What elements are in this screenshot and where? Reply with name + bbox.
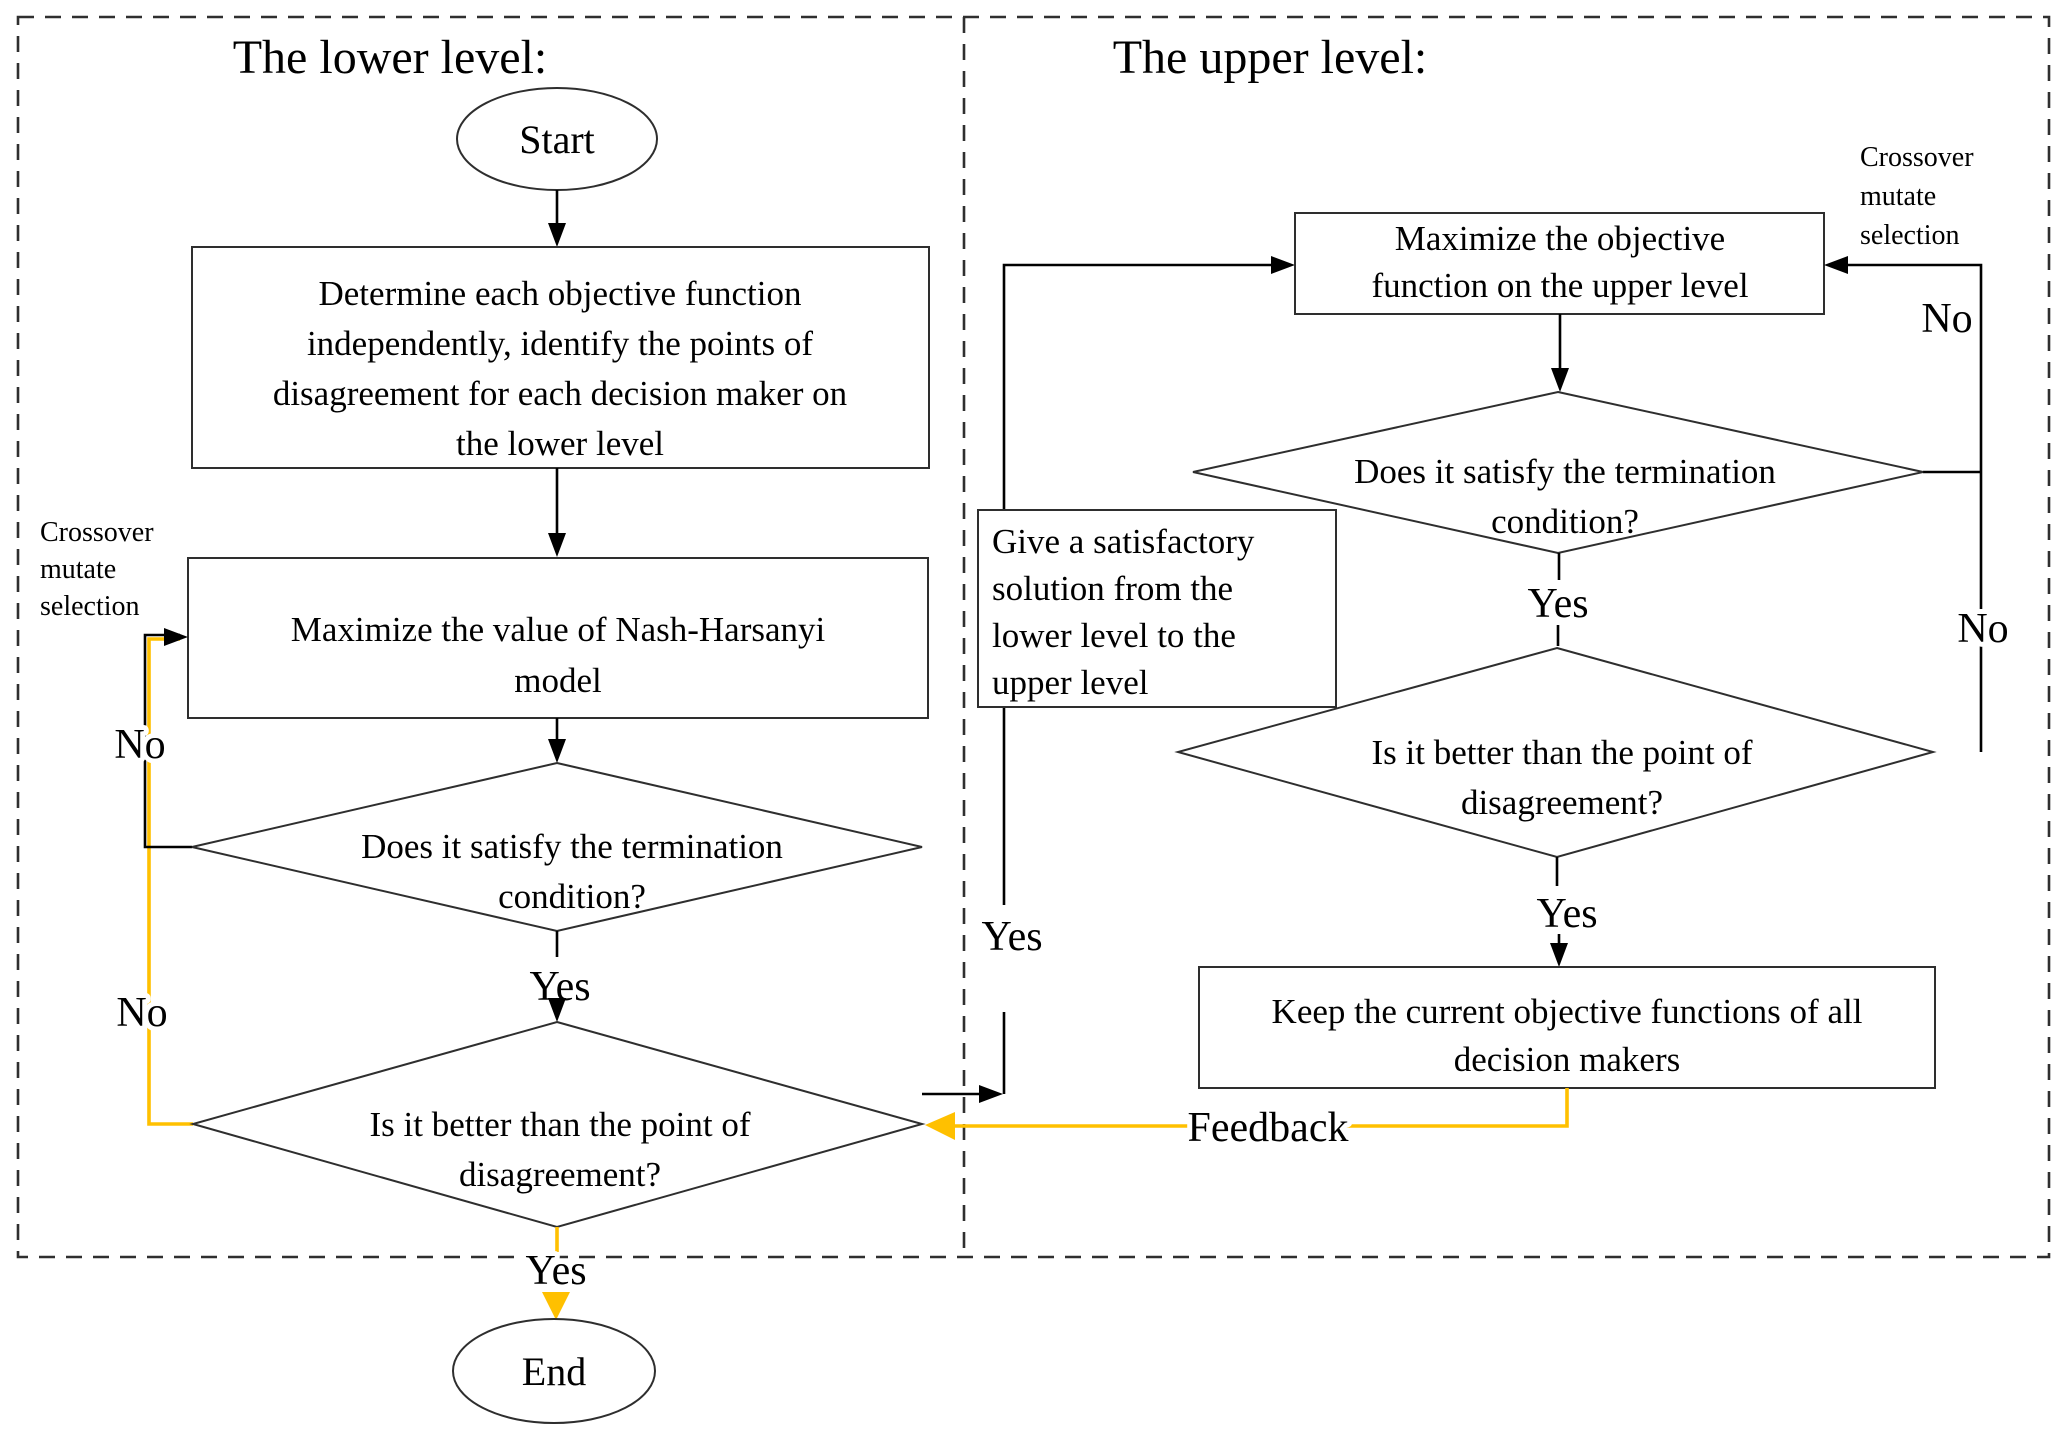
maximize-upper-line-2: function on the upper level bbox=[1371, 266, 1748, 305]
maximize-upper-line-1: Maximize the objective bbox=[1395, 219, 1725, 258]
better-lower-line-1: Is it better than the point of bbox=[369, 1105, 750, 1144]
feedback-line bbox=[934, 1088, 1569, 1128]
yes-label-better-upper: Yes bbox=[1536, 891, 1597, 937]
arrowhead-no-loop-into-maximize-upper bbox=[1824, 256, 1848, 274]
no-loop-upper-line bbox=[1833, 263, 1983, 752]
better-lower-line-2: disagreement? bbox=[459, 1155, 661, 1194]
better-upper-line-1: Is it better than the point of bbox=[1371, 733, 1752, 772]
give-to-maximize-line bbox=[1002, 263, 1286, 510]
end-label: End bbox=[522, 1349, 586, 1394]
no-loop-black-lower bbox=[143, 633, 192, 849]
arrowhead-lower-to-upper bbox=[979, 1085, 1003, 1103]
determine-line-1: Determine each objective function bbox=[319, 274, 802, 313]
no-label-lower-top: No bbox=[114, 722, 165, 768]
keep-line-2: decision makers bbox=[1454, 1040, 1680, 1079]
termination-upper-line-2: condition? bbox=[1491, 502, 1639, 541]
keep-line-1: Keep the current objective functions of … bbox=[1272, 992, 1863, 1031]
arrowhead-yes-to-keep bbox=[1550, 943, 1568, 967]
termination-lower-line-2: condition? bbox=[498, 877, 646, 916]
arrowhead-yes-to-end bbox=[542, 1292, 570, 1320]
termination-upper-line-1: Does it satisfy the termination bbox=[1354, 452, 1776, 491]
panel-border bbox=[16, 15, 2051, 1259]
feedback-label: Feedback bbox=[1188, 1105, 1349, 1151]
nash-harsanyi-box bbox=[187, 557, 929, 719]
determine-step-box bbox=[191, 246, 930, 469]
upper-level-title: The upper level: bbox=[1113, 31, 1428, 84]
crossover-label-lower-2: mutate bbox=[40, 554, 116, 585]
arrowhead-determine-to-nash bbox=[548, 533, 566, 557]
no-label-upper-top: No bbox=[1921, 296, 1972, 342]
determine-line-3: disagreement for each decision maker on bbox=[273, 374, 847, 413]
better-upper-line-2: disagreement? bbox=[1461, 783, 1663, 822]
crossover-label-lower-1: Crossover bbox=[40, 517, 154, 548]
keep-objectives-box bbox=[1198, 966, 1936, 1089]
crossover-label-upper-2: mutate bbox=[1860, 181, 1936, 212]
determine-line-2: independently, identify the points of bbox=[307, 324, 813, 363]
yes-label-lower-mid: Yes bbox=[529, 964, 590, 1010]
start-label: Start bbox=[519, 117, 595, 162]
nash-line-1: Maximize the value of Nash-Harsanyi bbox=[291, 610, 826, 649]
crossover-label-upper-1: Crossover bbox=[1860, 142, 1974, 173]
arrowhead-yes-to-better-lower bbox=[548, 998, 566, 1022]
no-label-upper-bottom: No bbox=[1957, 606, 2008, 652]
end-node bbox=[452, 1318, 656, 1424]
nash-line-2: model bbox=[514, 661, 602, 700]
arrowhead-start-to-determine bbox=[548, 223, 566, 247]
no-loop-yellow-lower bbox=[147, 637, 193, 1126]
arrowhead-give-to-maximize bbox=[1271, 256, 1295, 274]
lower-level-title: The lower level: bbox=[233, 31, 548, 84]
termination-lower-line-1: Does it satisfy the termination bbox=[361, 827, 783, 866]
give-solution-box bbox=[977, 509, 1337, 708]
crossover-label-upper-3: selection bbox=[1860, 220, 1960, 251]
arrowhead-no-loop-into-nash bbox=[164, 628, 188, 646]
crossover-label-lower-3: selection bbox=[40, 591, 140, 622]
yes-label-end: Yes bbox=[525, 1248, 586, 1294]
give-line-4: upper level bbox=[992, 663, 1149, 702]
yes-label-give: Yes bbox=[981, 914, 1042, 960]
yes-label-termination-upper: Yes bbox=[1527, 581, 1588, 627]
arrowhead-feedback bbox=[925, 1112, 955, 1140]
arrowhead-nash-to-termination bbox=[548, 739, 566, 763]
determine-line-4: the lower level bbox=[456, 424, 664, 463]
give-line-2: solution from the bbox=[992, 569, 1233, 608]
no-label-lower-bottom: No bbox=[116, 990, 167, 1036]
give-line-3: lower level to the bbox=[992, 616, 1236, 655]
give-line-1: Give a satisfactory bbox=[992, 522, 1255, 561]
arrowhead-maximize-to-termination-upper bbox=[1551, 368, 1569, 392]
